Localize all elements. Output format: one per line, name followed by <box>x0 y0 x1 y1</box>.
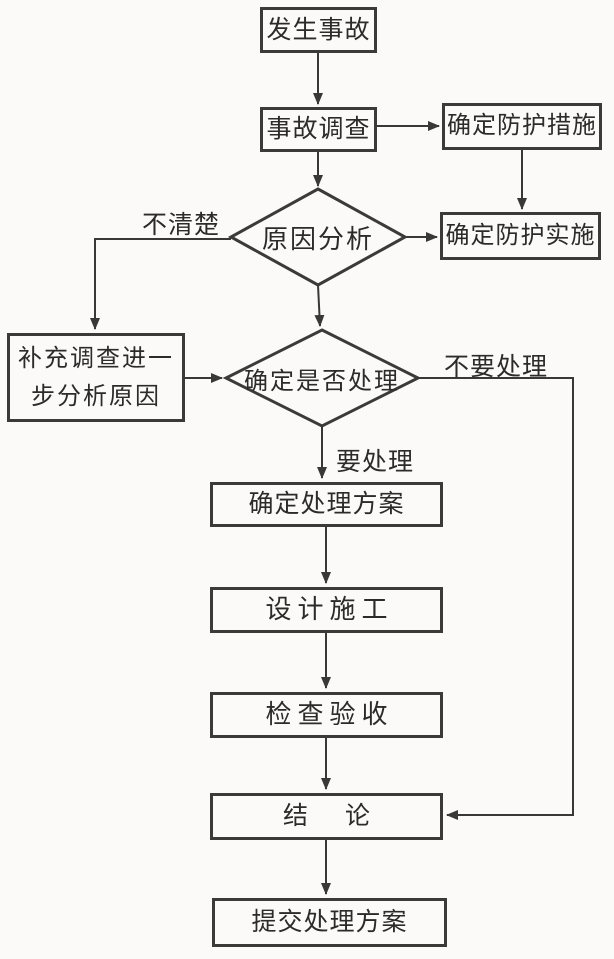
node-accident-investigation-label: 事故调查 <box>266 115 371 144</box>
node-submit-handling-plan-label: 提交处理方案 <box>251 908 408 937</box>
node-supplementary-investigation: 补充调查进一步分析原因 <box>7 333 185 422</box>
node-supplementary-investigation-label: 补充调查进一步分析原因 <box>18 345 174 410</box>
edge-label-no-handling: 不要处理 <box>444 353 549 381</box>
node-protective-measures: 确定防护措施 <box>442 103 602 150</box>
node-submit-handling-plan: 提交处理方案 <box>212 898 447 947</box>
node-inspection-acceptance: 检查验收 <box>210 692 443 738</box>
node-design-construction-label: 设计施工 <box>265 594 394 625</box>
node-design-construction: 设计施工 <box>210 587 443 633</box>
edge-label-needs-handling: 要处理 <box>336 448 415 476</box>
node-conclusion-label: 结 论 <box>282 802 376 831</box>
node-conclusion: 结 论 <box>210 793 443 840</box>
node-protection-implementation: 确定防护实施 <box>440 212 601 260</box>
edge-decision-no-handling-to-conclusion <box>418 377 574 820</box>
node-protective-measures-label: 确定防护措施 <box>447 112 597 140</box>
node-protection-implementation-label: 确定防护实施 <box>445 221 596 249</box>
node-determine-handling-plan-label: 确定处理方案 <box>248 490 405 519</box>
node-accident-occurs: 发生事故 <box>260 7 377 53</box>
edge-cause-analysis-to-decision <box>314 284 325 327</box>
node-accident-occurs-label: 发生事故 <box>266 15 371 44</box>
edge-label-unclear: 不清楚 <box>142 211 221 239</box>
node-determine-handling-plan: 确定处理方案 <box>210 482 443 527</box>
edge-cause-analysis-unclear-to-supplementary <box>90 238 231 330</box>
node-decide-whether-to-handle: 确定是否处理 <box>226 330 418 426</box>
node-decide-whether-to-handle-label: 确定是否处理 <box>244 367 400 395</box>
node-cause-analysis: 原因分析 <box>231 189 405 285</box>
node-inspection-acceptance-label: 检查验收 <box>265 699 394 730</box>
node-cause-analysis-label: 原因分析 <box>261 223 374 254</box>
node-accident-investigation: 事故调查 <box>260 107 377 152</box>
